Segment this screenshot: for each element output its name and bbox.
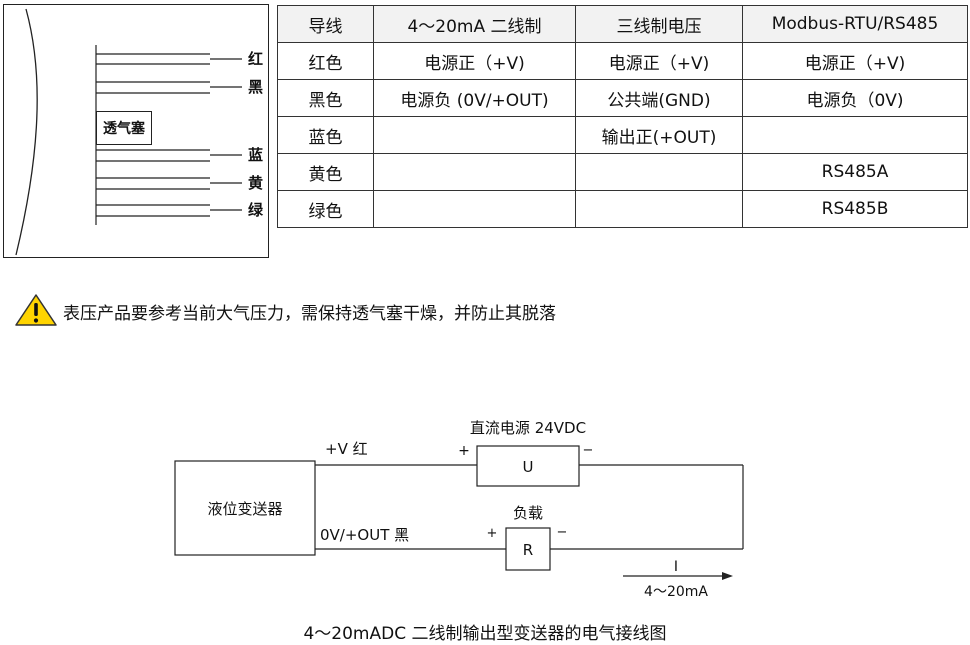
- load-label: 负载: [513, 504, 543, 522]
- table-cell: 绿色: [277, 190, 374, 228]
- current-arrow-head: [722, 572, 733, 580]
- header-wire: 导线: [277, 5, 374, 43]
- transmitter-label: 液位变送器: [207, 500, 282, 518]
- cable-illustration: 透气塞 红 黑 蓝 黄 绿: [3, 4, 269, 258]
- table-cell: 电源负（0V): [742, 79, 968, 117]
- power-supply-symbol: U: [523, 458, 534, 476]
- cable-drawing: [15, 8, 242, 256]
- table-cell: 蓝色: [277, 116, 374, 154]
- table-cell: 电源正（+V): [575, 42, 743, 80]
- load-plus-sign: +: [487, 526, 498, 541]
- supply-minus-sign: −: [583, 443, 594, 458]
- wire-label-blue: 蓝: [248, 146, 264, 164]
- power-supply-box: [476, 445, 580, 487]
- table-cell: [373, 153, 576, 191]
- table-cell: [373, 116, 576, 154]
- table-cell: 红色: [277, 42, 374, 80]
- table-row: 绿色 RS485B: [277, 190, 968, 228]
- wire-label-green: 绿: [248, 201, 264, 219]
- wire-label-yellow: 黄: [248, 174, 264, 192]
- header-two-wire: 4～20mA 二线制: [373, 5, 576, 43]
- table-row: 黄色 RS485A: [277, 153, 968, 191]
- table-cell: RS485A: [742, 153, 968, 191]
- load-symbol: R: [523, 541, 533, 559]
- wiring-table: 导线 4～20mA 二线制 三线制电压 Modbus-RTU/RS485 红色 …: [277, 5, 968, 228]
- vent-plug-label: 透气塞: [96, 111, 152, 145]
- table-cell: [575, 190, 743, 228]
- table-cell: 黄色: [277, 153, 374, 191]
- table-cell: [575, 153, 743, 191]
- table-header-row: 导线 4～20mA 二线制 三线制电压 Modbus-RTU/RS485: [277, 5, 968, 43]
- table-row: 蓝色 输出正(+OUT): [277, 116, 968, 154]
- table-cell: 电源负 (0V/+OUT): [373, 79, 576, 117]
- load-minus-sign: −: [557, 525, 568, 540]
- warning-text: 表压产品要参考当前大气压力，需保持透气塞干燥，并防止其脱落: [63, 304, 556, 324]
- minus-wire-label: 0V/+OUT 黑: [320, 526, 409, 544]
- current-range-label: 4～20mA: [644, 584, 708, 600]
- wire-label-black: 黑: [248, 78, 264, 96]
- table-cell: 输出正(+OUT): [575, 116, 743, 154]
- current-label: I: [674, 559, 678, 575]
- table-cell: 公共端(GND): [575, 79, 743, 117]
- table-cell: 黑色: [277, 79, 374, 117]
- table-cell: [742, 116, 968, 154]
- warning-triangle-icon: [15, 294, 57, 326]
- diagram-caption: 4～20mADC 二线制输出型变送器的电气接线图: [303, 624, 667, 644]
- plus-wire-label: +V 红: [325, 440, 368, 458]
- table-cell: 电源正（+V): [373, 42, 576, 80]
- header-three-wire: 三线制电压: [575, 5, 743, 43]
- table-row: 红色 电源正（+V) 电源正（+V) 电源正（+V): [277, 42, 968, 80]
- supply-plus-sign: +: [458, 443, 470, 459]
- transmitter-box: [174, 460, 316, 556]
- table-row: 黑色 电源负 (0V/+OUT) 公共端(GND) 电源负（0V): [277, 79, 968, 117]
- wire-label-red: 红: [248, 50, 264, 68]
- table-cell: RS485B: [742, 190, 968, 228]
- wiring-circuit-diagram: 液位变送器 直流电源 24VDC U + − 负载 R + − +V 红 0V/…: [174, 419, 744, 600]
- table-cell: 电源正（+V): [742, 42, 968, 80]
- power-supply-label: 直流电源 24VDC: [470, 419, 586, 437]
- header-modbus: Modbus-RTU/RS485: [742, 5, 968, 43]
- table-cell: [373, 190, 576, 228]
